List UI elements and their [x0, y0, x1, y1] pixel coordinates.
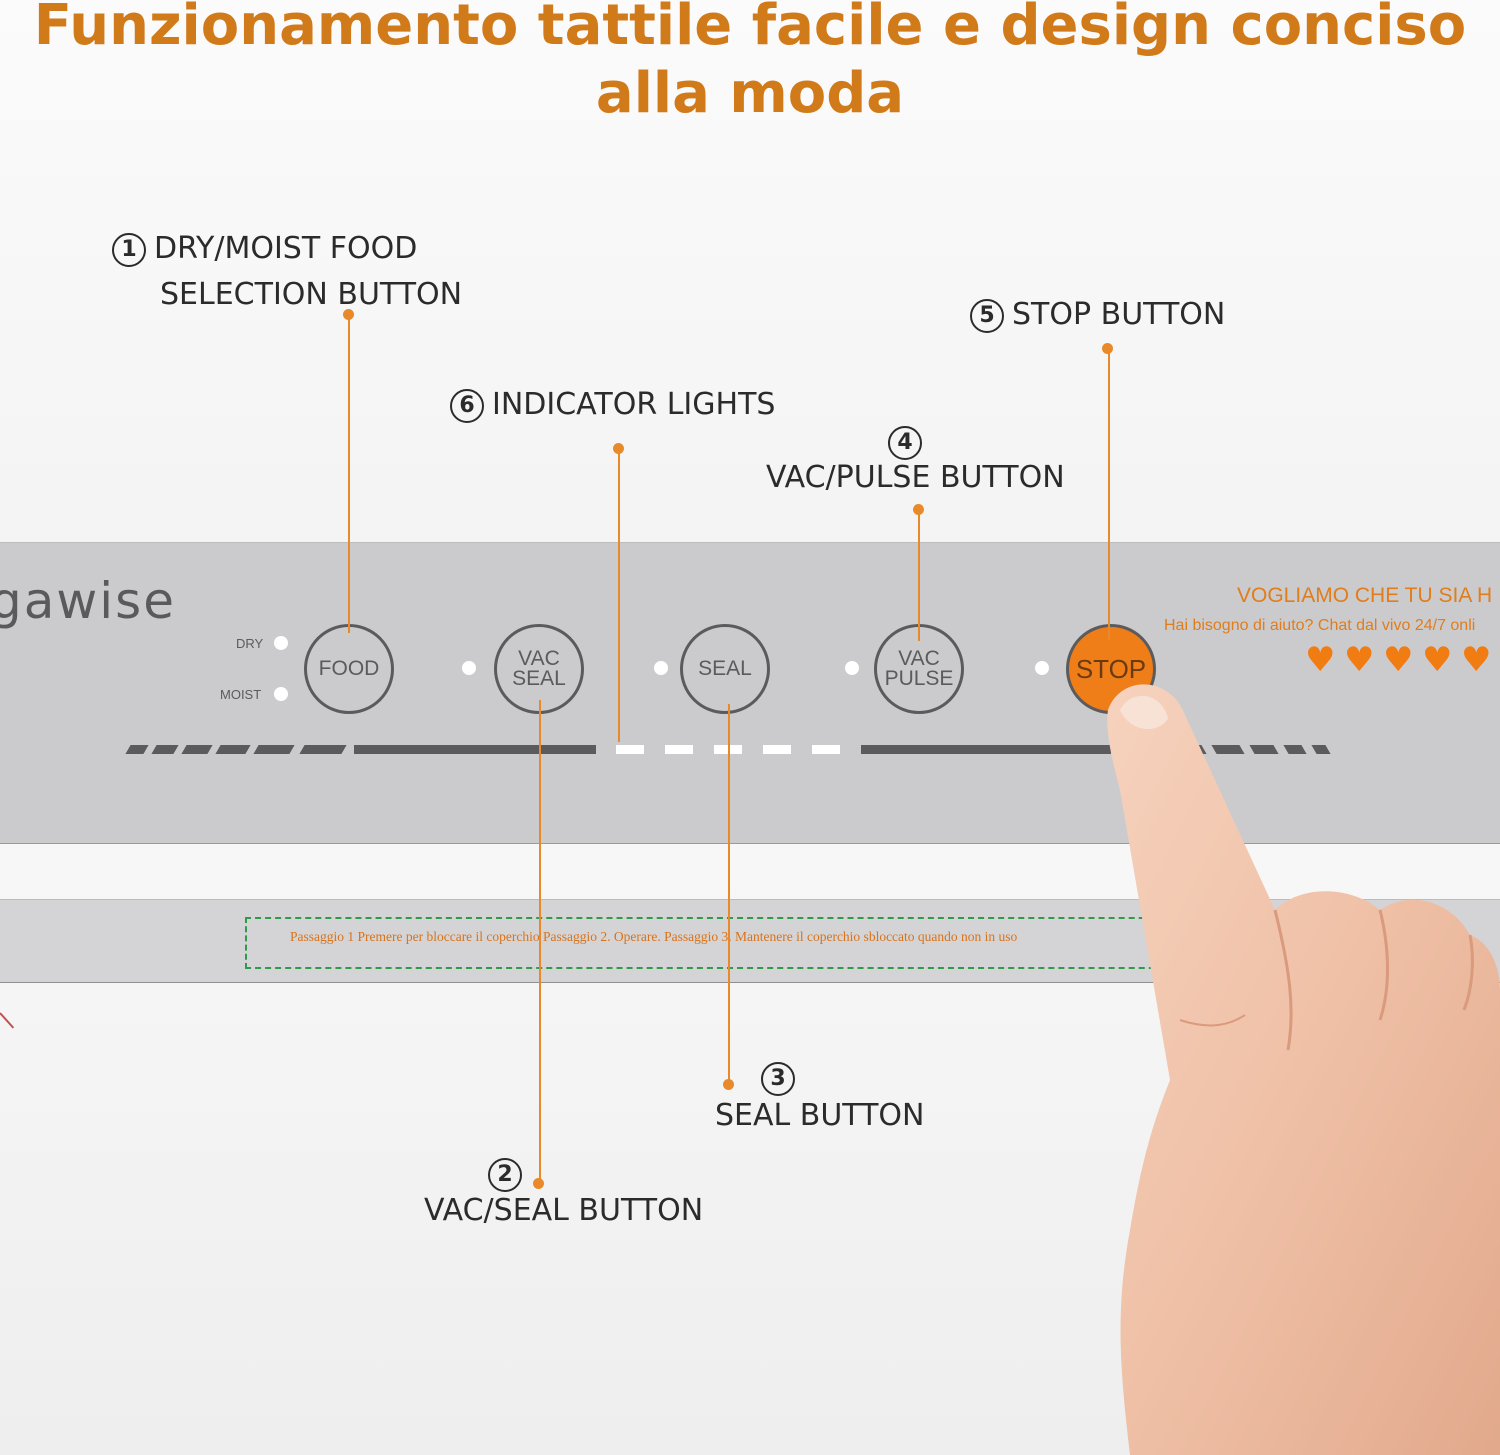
indicator-light-1 [462, 661, 476, 675]
heart-icon: ♥ [1305, 640, 1336, 680]
callout-number: 3 [761, 1061, 795, 1096]
leader-line-5 [1108, 350, 1110, 640]
steps-text: Passaggio 1 Premere per bloccare il cope… [290, 929, 1018, 944]
callout-6-text: INDICATOR LIGHTS [492, 387, 776, 422]
callout-4-number-wrap: 4 [888, 422, 930, 462]
scratch-mark [0, 1012, 15, 1029]
dry-indicator [274, 636, 288, 650]
heart-icon: ♥ [1461, 640, 1492, 680]
callout-number: 1 [112, 232, 146, 267]
callout-3-number-wrap: 3 [761, 1058, 803, 1098]
indicator-light-3 [845, 661, 859, 675]
help-subtitle: Hai bisogno di aiuto? Chat dal vivo 24/7… [1164, 617, 1476, 634]
callout-3-text: SEAL BUTTON [715, 1098, 925, 1133]
callout-number: 2 [488, 1157, 522, 1192]
heart-icon: ♥ [1344, 640, 1375, 680]
leader-pin-6 [613, 443, 624, 454]
callout-1-line1: DRY/MOIST FOOD [154, 231, 418, 266]
dry-label: DRY [236, 636, 264, 651]
leader-line-6 [618, 450, 620, 742]
vac-pulse-button[interactable]: VAC PULSE [874, 624, 964, 714]
callout-number: 4 [888, 425, 922, 460]
callout-number: 5 [970, 298, 1004, 333]
leader-pin-2 [533, 1178, 544, 1189]
callout-number: 6 [450, 388, 484, 423]
leader-line-1 [348, 315, 350, 633]
help-title: VOGLIAMO CHE TU SIA H [1237, 584, 1493, 607]
callout-2-text: VAC/SEAL BUTTON [424, 1193, 704, 1228]
leader-pin-5 [1102, 343, 1113, 354]
moist-label: MOIST [220, 687, 262, 702]
heart-icon: ♥ [1422, 640, 1453, 680]
brand-logo: gawise [0, 572, 176, 630]
leader-line-4 [918, 511, 920, 641]
callout-5-text: STOP BUTTON [1012, 297, 1226, 332]
leader-pin-4 [913, 504, 924, 515]
callout-4-text: VAC/PULSE BUTTON [766, 460, 1065, 495]
leader-line-2 [539, 700, 541, 1185]
heart-icon: ♥ [1383, 640, 1414, 680]
vac-seal-button[interactable]: VAC SEAL [494, 624, 584, 714]
page-title: Funzionamento tattile facile e design co… [33, 0, 1467, 126]
finger-hand-icon [1107, 684, 1500, 1455]
indicator-light-2 [654, 661, 668, 675]
leader-pin-1 [343, 309, 354, 320]
callout-2-number-wrap: 2 [488, 1154, 530, 1194]
leader-line-3 [728, 704, 730, 1086]
indicator-light-4 [1035, 661, 1049, 675]
leader-pin-3 [723, 1079, 734, 1090]
callout-1-line2: SELECTION BUTTON [160, 277, 463, 312]
food-button[interactable]: FOOD [304, 624, 394, 714]
seal-button[interactable]: SEAL [680, 624, 770, 714]
moist-indicator [274, 687, 288, 701]
